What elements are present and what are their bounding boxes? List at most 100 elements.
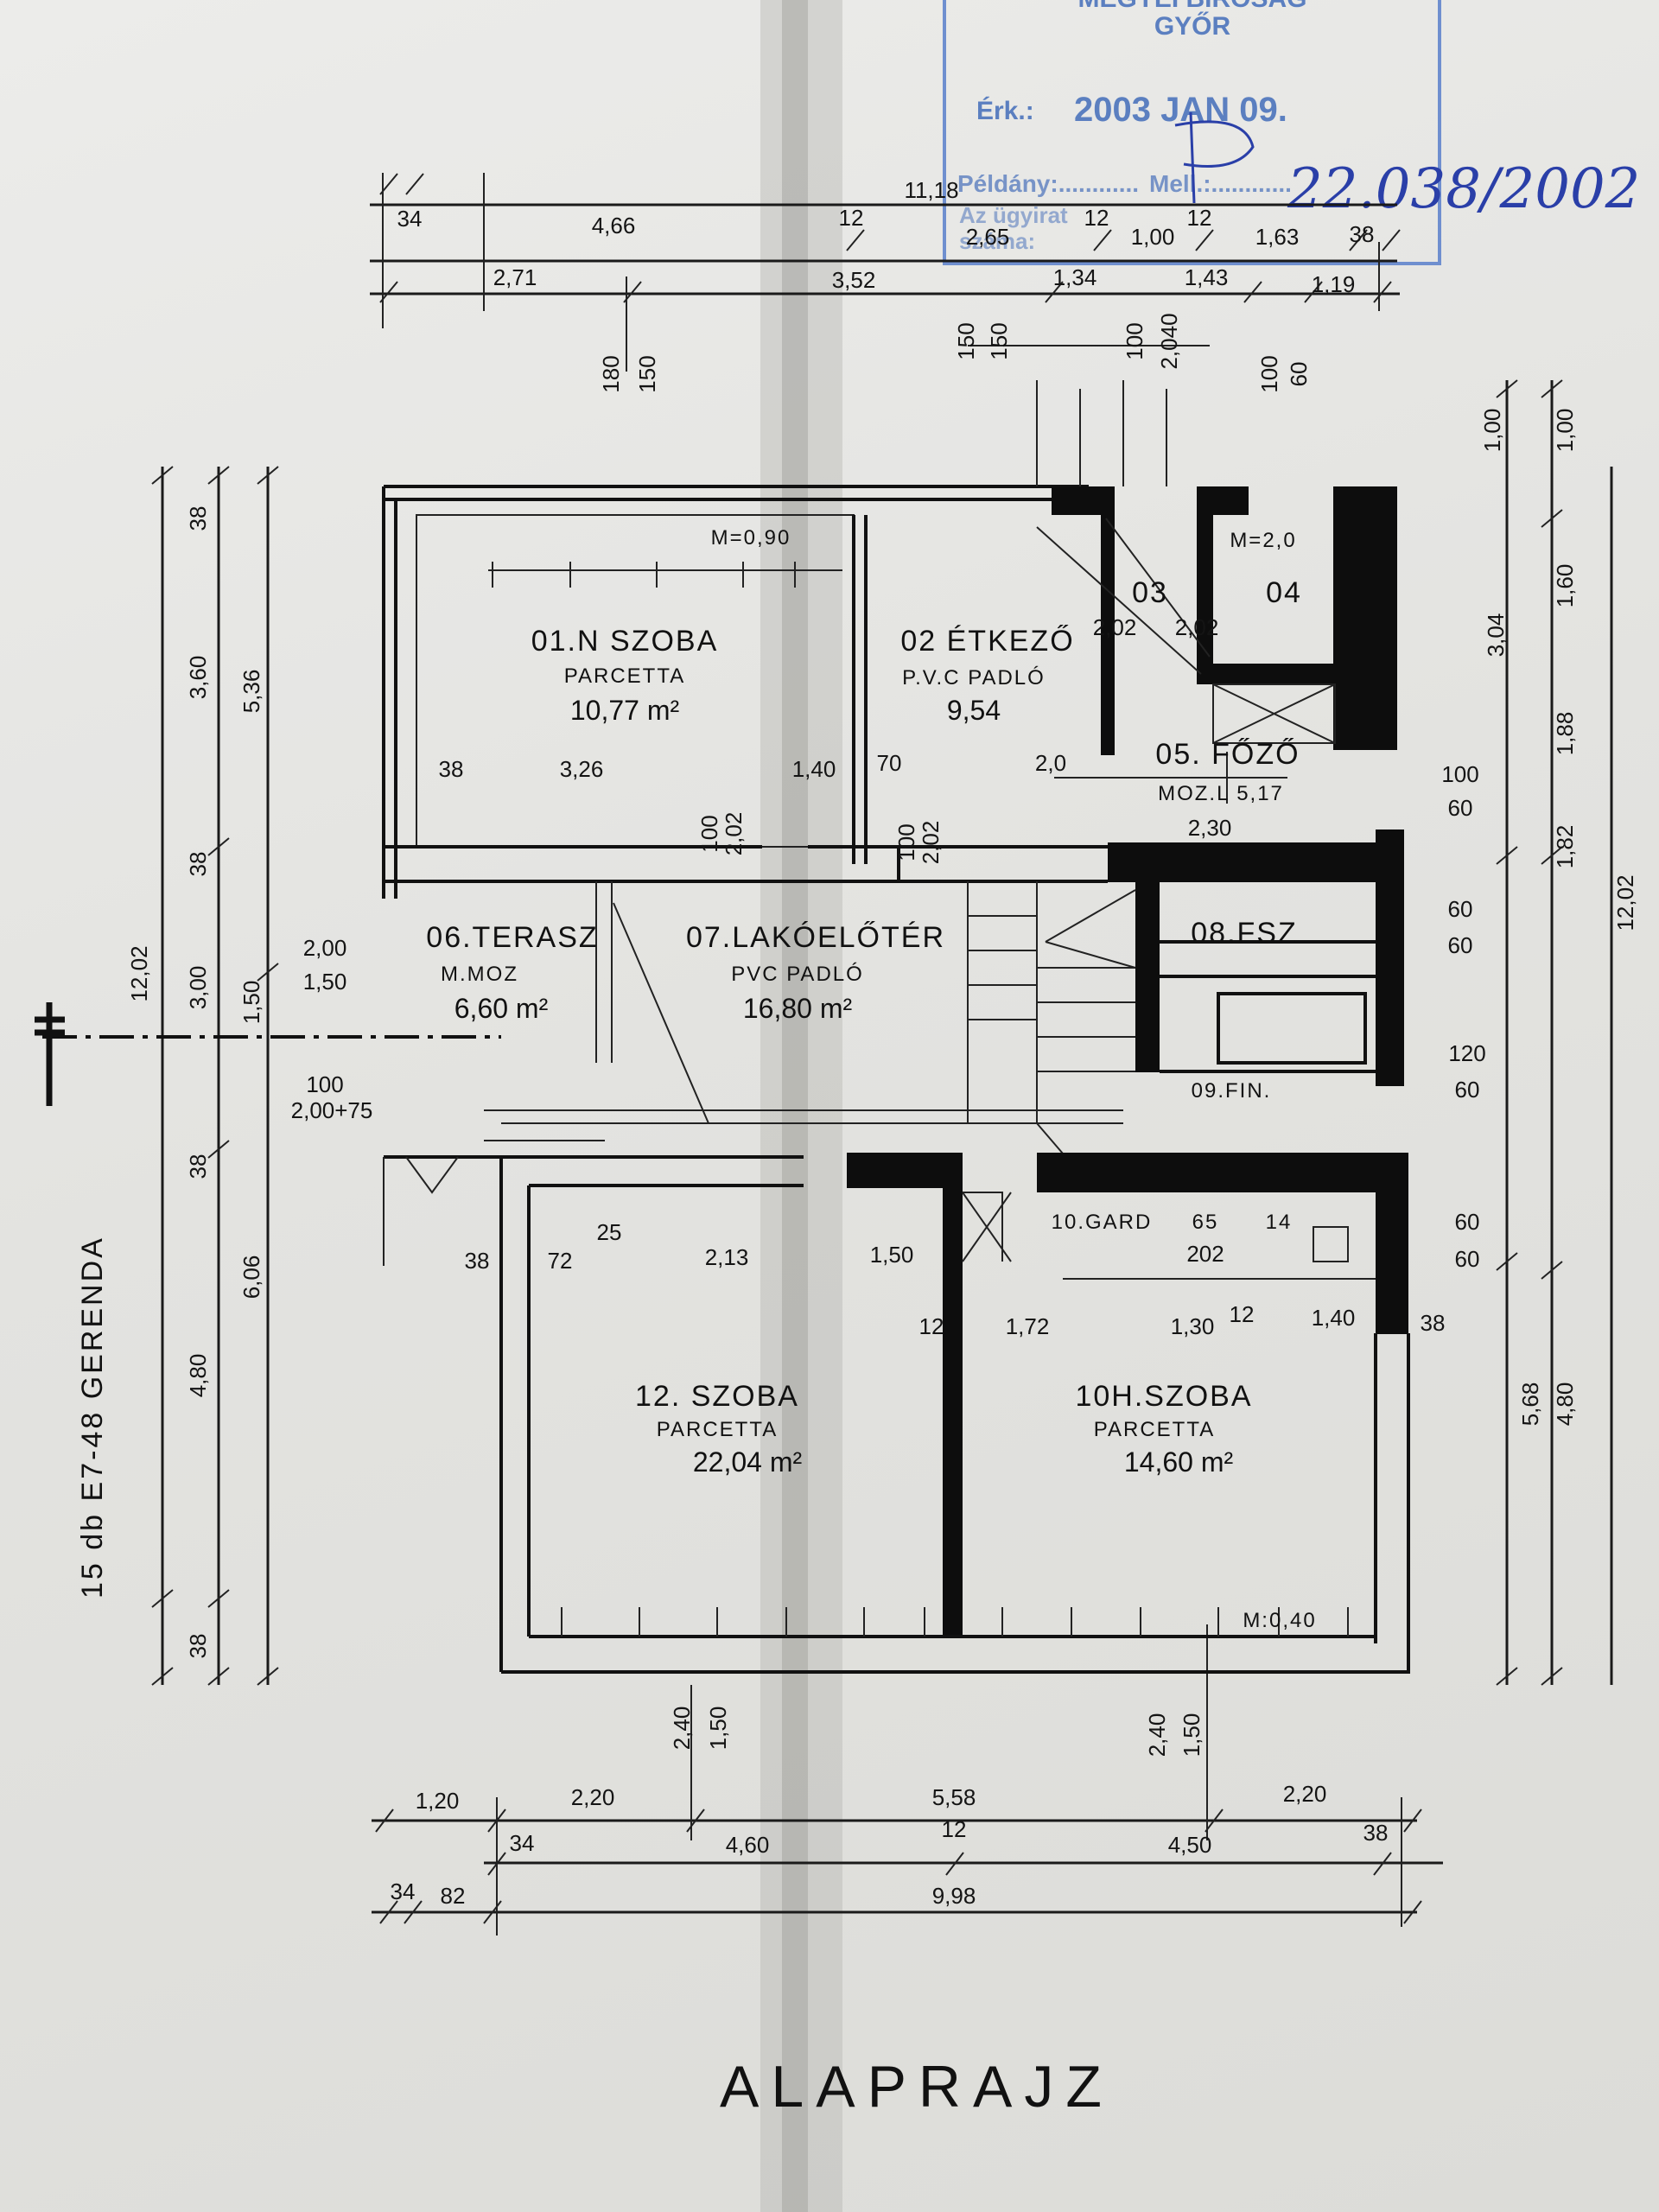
dimension-label-bottomv: 2,40 — [1144, 1713, 1170, 1758]
dimension-label-bottom2: 12 — [942, 1816, 967, 1842]
crease-band — [760, 0, 842, 2212]
dimension-label-inner: 2,02 — [1093, 614, 1137, 640]
dimension-label-inner: 2,02 — [1175, 614, 1219, 640]
note-m2: M=2,0 — [1230, 529, 1296, 552]
dimension-label-top1: 34 — [397, 206, 423, 232]
dimension-label-lower: 12 — [1230, 1301, 1255, 1327]
dimension-label-left: 3,00 — [185, 966, 211, 1010]
dimension-label-bottom3: 9,98 — [932, 1883, 976, 1909]
dimension-label-bottom2: 4,50 — [1168, 1832, 1212, 1858]
dimension-label-lefth: 100 — [306, 1071, 343, 1097]
dimension-label-topv: 150 — [953, 322, 979, 359]
court-stamp: MEGYEI BÍRÓSÁG GYŐR Érk.: 2003 JAN 09. P… — [943, 0, 1640, 265]
dimension-label-lower: 38 — [465, 1248, 490, 1274]
note-m1: M=0,90 — [711, 526, 791, 550]
dimension-label-bottomv: 1,50 — [705, 1707, 731, 1751]
dimension-label-righth: 100 — [1441, 761, 1478, 787]
dimension-label-topv: 150 — [986, 322, 1012, 359]
walls — [382, 345, 1410, 1674]
room-06-floor: M.MOZ — [441, 963, 518, 986]
room-01-floor: PARCETTA — [564, 664, 685, 688]
dimension-label-right: 1,00 — [1552, 409, 1578, 453]
dimension-label-left: 5,36 — [238, 670, 264, 714]
dimension-label-top1: 38 — [1350, 221, 1375, 247]
dimension-label-topv: 2,040 — [1156, 313, 1182, 369]
room-10-extra: 65 — [1192, 1211, 1219, 1234]
dimension-label-inner: 2,0 — [1035, 750, 1066, 776]
room-02-floor: P.V.C PADLÓ — [902, 666, 1046, 690]
dimension-label-top1: 12 — [1187, 205, 1212, 231]
dimension-label-lower: 38 — [1421, 1310, 1446, 1336]
dimension-label-lower: 1,40 — [1312, 1305, 1356, 1331]
room-05-name: 05. FŐZŐ — [1155, 738, 1300, 771]
room-07-name: 07.LAKÓELŐTÉR — [686, 921, 945, 954]
stamp-received-label: Érk.: — [976, 96, 1034, 125]
dimension-label-righth: 60 — [1455, 1246, 1480, 1272]
room-03-name: 03 — [1132, 576, 1168, 609]
dimension-label-righth: 60 — [1455, 1209, 1480, 1235]
dimension-label-left: 1,50 — [238, 981, 264, 1025]
handwritten-signature — [1174, 111, 1255, 204]
dimension-label-bottomv: 1,50 — [1179, 1713, 1205, 1758]
dimension-label-bottom1: 1,20 — [416, 1788, 460, 1814]
stamp-court: MEGYEI BÍRÓSÁG — [1077, 0, 1306, 13]
dimension-label-lower: 1,72 — [1006, 1313, 1050, 1339]
room-06-area: 6,60 m² — [454, 993, 549, 1024]
dimension-label-bottomv: 2,40 — [669, 1707, 695, 1751]
dimension-label-lefth: 1,50 — [303, 969, 347, 995]
dimension-label-lefth: 2,00 — [303, 935, 347, 961]
dimension-label-right: 1,88 — [1552, 712, 1578, 756]
room-07-floor: PVC PADLÓ — [731, 963, 864, 986]
dimension-label-right: 1,00 — [1479, 409, 1505, 453]
room-10-extra2: 14 — [1266, 1211, 1293, 1234]
room-12-name: 12. SZOBA — [635, 1380, 799, 1413]
dimension-label-bottom1: 2,20 — [571, 1784, 615, 1810]
drawing-title: ALAPRAJZ — [720, 2054, 1114, 2120]
dimension-label-inner: 100 — [893, 823, 919, 861]
room-09-name: 09.FIN. — [1192, 1079, 1272, 1103]
dimension-label-left: 38 — [185, 1154, 211, 1179]
room-02-area: 9,54 — [947, 695, 1001, 726]
room-01-name: 01.N SZOBA — [531, 625, 719, 658]
dimension-label-topv: 100 — [1122, 322, 1147, 359]
dimension-label-bottom3: 82 — [441, 1883, 466, 1909]
dimension-label-inner: 3,26 — [560, 756, 604, 782]
crease-line — [782, 0, 808, 2212]
room-labels: 01.N SZOBA PARCETTA 10,77 m² 02 ÉTKEZŐ P… — [426, 526, 1314, 1632]
dimension-label-right: 3,04 — [1483, 613, 1509, 658]
dimension-label-left: 38 — [185, 1634, 211, 1659]
dimension-label-bottom3: 34 — [391, 1878, 416, 1904]
dimension-label-inner: 2,02 — [721, 812, 747, 856]
stamp-attachment-label: Mell.:............ — [1149, 170, 1292, 197]
stamp-received-date: 2003 JAN 09. — [1074, 91, 1287, 129]
room-11-floor: PARCETTA — [1094, 1418, 1215, 1441]
dimension-lines — [35, 173, 1613, 1936]
room-08-name: 08.FSZ — [1191, 917, 1297, 950]
dimension-label-topv: 100 — [1256, 355, 1282, 392]
dimension-label-left: 6,06 — [238, 1255, 264, 1300]
dimension-label-inner: 70 — [877, 750, 902, 776]
dimension-label-inner: 100 — [696, 815, 722, 852]
dimension-label-left: 4,80 — [185, 1354, 211, 1398]
dimension-label-lower: 1,30 — [1171, 1313, 1215, 1339]
dimension-label-right: 5,68 — [1517, 1382, 1543, 1427]
dimension-label-top1: 12 — [839, 205, 864, 231]
dimension-label-topv: 150 — [634, 355, 660, 392]
dimension-label-top2: 1,19 — [1312, 271, 1356, 297]
dimension-label-bottom1: 5,58 — [932, 1784, 976, 1810]
stamp-number-label: száma: — [959, 228, 1035, 254]
dimension-label-righth: 60 — [1448, 932, 1473, 958]
dimension-label-bottom2: 4,60 — [726, 1832, 770, 1858]
stamp-copy-label: Példány:............ — [957, 170, 1139, 197]
dimension-label-lower: 2,13 — [705, 1244, 749, 1270]
dimension-label-left: 38 — [185, 506, 211, 531]
dimension-label-inner: 2,02 — [918, 821, 944, 865]
room-02-name: 02 ÉTKEZŐ — [900, 625, 1074, 658]
dimension-label-inner: 38 — [439, 756, 464, 782]
dimension-label-bottom2: 34 — [510, 1830, 535, 1856]
dimension-label-top2: 1,34 — [1053, 264, 1097, 290]
room-05-floor: MOZ.L 5,17 — [1158, 782, 1284, 805]
dimension-label-right: 1,82 — [1552, 825, 1578, 869]
